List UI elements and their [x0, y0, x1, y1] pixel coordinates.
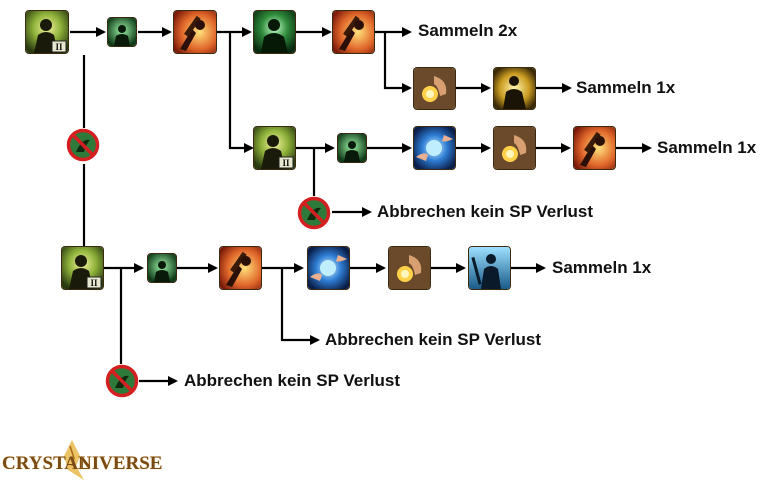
cancel-icon [297, 196, 331, 230]
warrior-stance-icon [469, 247, 510, 289]
svg-text:II: II [282, 158, 290, 168]
focus-icon [338, 134, 366, 162]
grasp-orb-icon [389, 247, 430, 289]
meditation-icon: II [254, 127, 295, 169]
strike-icon [220, 247, 261, 289]
energy-burst-icon [494, 68, 535, 109]
grasp-orb-icon [414, 68, 455, 109]
result-label-cancel: Abbrechen kein SP Verlust [377, 202, 594, 221]
result-label-collect-1x: Sammeln 1x [576, 78, 676, 97]
logo-text-left: CRYSTAL [2, 453, 91, 474]
hands-orb-icon [414, 127, 455, 169]
meditation-icon: II [26, 11, 68, 53]
meditation-icon: II [62, 247, 103, 289]
result-label-collect-2x: Sammeln 2x [418, 21, 518, 40]
hands-orb-icon [308, 247, 349, 289]
logo-text-right: NIVERSE [78, 453, 163, 474]
strike-icon [174, 11, 216, 53]
strike-icon [333, 11, 374, 53]
grasp-orb-icon [494, 127, 535, 169]
result-label-collect-1x: Sammeln 1x [552, 258, 652, 277]
focus-icon [148, 254, 176, 282]
channel-icon [254, 11, 295, 53]
strike-icon [574, 127, 615, 169]
result-label-cancel: Abbrechen kein SP Verlust [184, 371, 401, 390]
result-label-cancel: Abbrechen kein SP Verlust [325, 330, 542, 349]
cancel-icon [105, 364, 139, 398]
svg-text:II: II [90, 278, 98, 288]
focus-icon [108, 18, 136, 46]
result-label-collect-1x: Sammeln 1x [657, 138, 757, 157]
crystal-universe-logo: CRYSTAL NIVERSE [2, 436, 162, 488]
cancel-icon [66, 128, 100, 162]
svg-text:II: II [55, 42, 63, 52]
